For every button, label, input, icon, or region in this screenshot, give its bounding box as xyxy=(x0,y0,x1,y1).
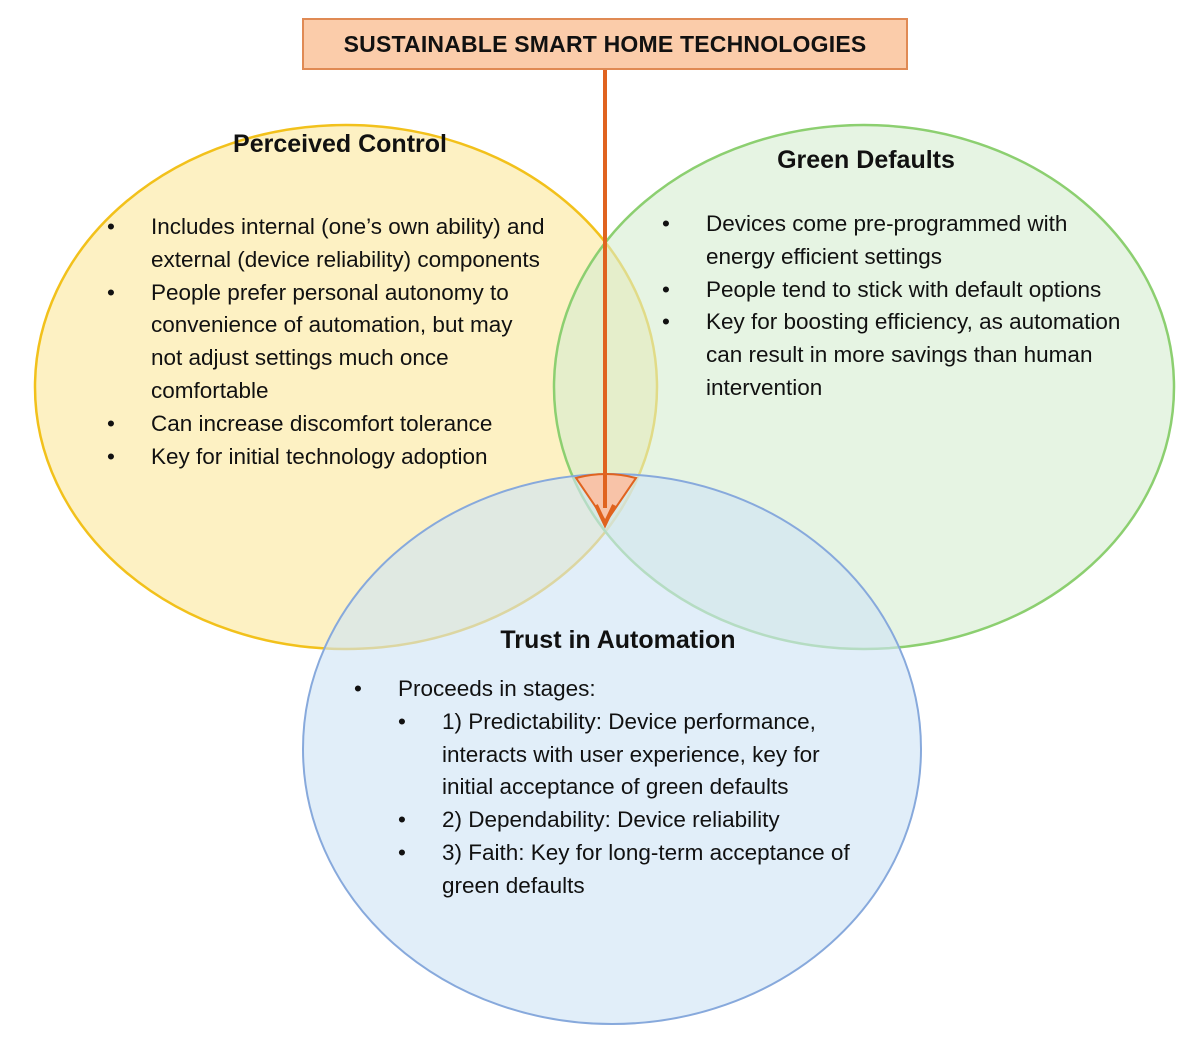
trust-in-automation-list: Proceeds in stages: 1) Predictability: D… xyxy=(354,673,874,903)
perceived-control-heading: Perceived Control xyxy=(233,130,447,158)
green-defaults-list: Devices come pre-programmed with energy … xyxy=(662,208,1132,405)
list-item: Proceeds in stages: 1) Predictability: D… xyxy=(354,673,874,903)
diagram-title: SUSTAINABLE SMART HOME TECHNOLOGIES xyxy=(343,30,867,57)
perceived-control-list: Includes internal (one’s own ability) an… xyxy=(107,211,547,473)
arrow-head-icon xyxy=(594,504,616,529)
trust-intro: Proceeds in stages: xyxy=(398,676,596,701)
list-item: Key for initial technology adoption xyxy=(107,441,547,474)
stage-item: 2) Dependability: Device reliability xyxy=(398,804,874,837)
stage-item: 3) Faith: Key for long-term acceptance o… xyxy=(398,837,874,903)
title-box: SUSTAINABLE SMART HOME TECHNOLOGIES xyxy=(302,18,908,70)
list-item: People prefer personal autonomy to conve… xyxy=(107,277,547,408)
trust-in-automation-heading: Trust in Automation xyxy=(500,626,736,654)
list-item: Can increase discomfort tolerance xyxy=(107,408,547,441)
list-item: Devices come pre-programmed with energy … xyxy=(662,208,1132,274)
trust-stages-list: 1) Predictability: Device performance, i… xyxy=(398,706,874,903)
stage-item: 1) Predictability: Device performance, i… xyxy=(398,706,874,804)
green-defaults-heading: Green Defaults xyxy=(777,146,955,174)
list-item: People tend to stick with default option… xyxy=(662,274,1132,307)
list-item: Key for boosting efficiency, as automati… xyxy=(662,306,1132,404)
list-item: Includes internal (one’s own ability) an… xyxy=(107,211,547,277)
